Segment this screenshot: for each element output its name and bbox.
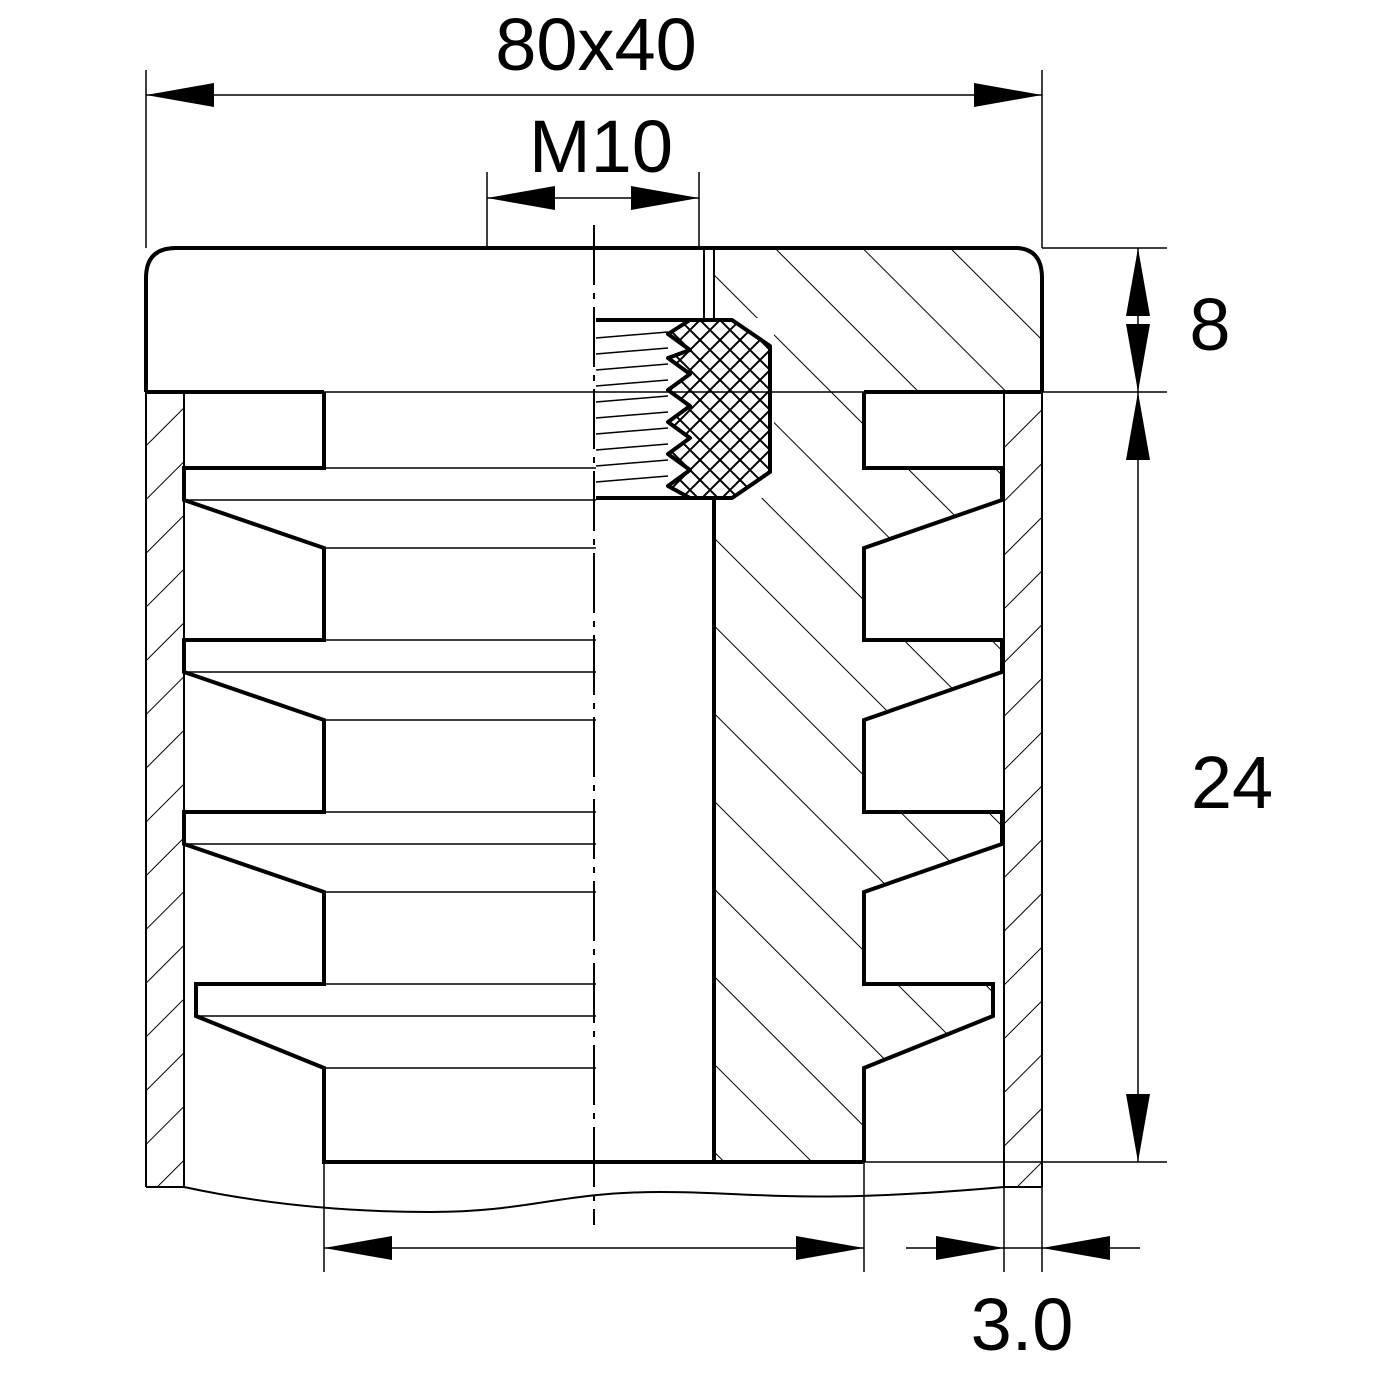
dimension-insert-depth (1126, 392, 1150, 1162)
dimension-thread (487, 186, 699, 210)
tube-wall-hatching-left (146, 392, 184, 1187)
extension-lines (145, 70, 1167, 1272)
threaded-insert (666, 318, 772, 500)
dimension-overall (146, 83, 1042, 107)
wall-thickness-label: 3.0 (971, 1283, 1074, 1366)
overall-size-label: 80x40 (495, 3, 697, 86)
thread-size-label: M10 (529, 105, 673, 188)
thread-lines (595, 319, 690, 499)
dimension-inner-width (324, 1236, 864, 1260)
tube-walls (145, 392, 1043, 1214)
tube-wall-hatching-right (1004, 392, 1042, 1187)
right-fins (862, 392, 1004, 1162)
section-lines (184, 467, 596, 1069)
core-wall (596, 496, 716, 1162)
dimension-cap-height (1126, 248, 1150, 392)
dimension-wall-thickness (906, 1236, 1140, 1260)
insert-depth-label: 24 (1191, 741, 1273, 824)
cap-height-label: 8 (1189, 283, 1230, 366)
